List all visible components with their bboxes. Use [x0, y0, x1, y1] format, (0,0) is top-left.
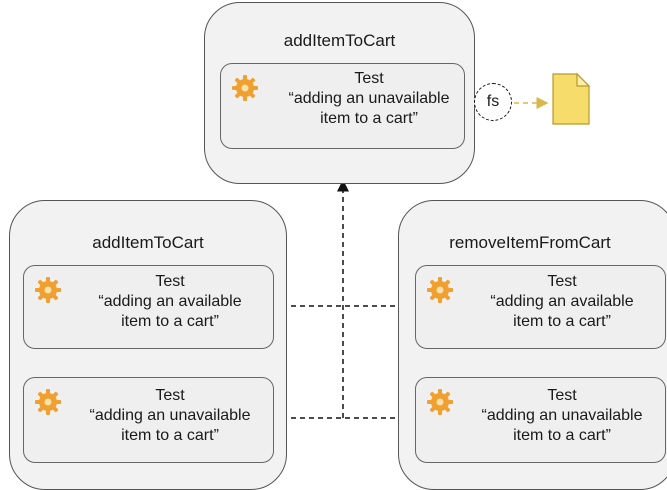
- test-name-line1: “adding an unavailable: [288, 90, 450, 107]
- module-left-additemtocart: addItemToCart Test “adding an available …: [9, 200, 287, 490]
- gear-icon: [35, 389, 61, 415]
- test-box: Test “adding an available item to a cart…: [415, 265, 666, 349]
- test-name-line2: item to a cart”: [513, 427, 611, 444]
- test-name-line2: item to a cart”: [121, 427, 219, 444]
- test-name-line2: item to a cart”: [121, 313, 219, 330]
- test-box: Test “adding an unavailable item to a ca…: [220, 63, 465, 149]
- test-heading: Test: [155, 273, 185, 290]
- test-name-line1: “adding an unavailable: [481, 407, 643, 424]
- gear-icon: [427, 277, 453, 303]
- gear-icon: [232, 75, 258, 101]
- module-right-removeitemfromcart: removeItemFromCart Test “adding an avail…: [398, 200, 667, 490]
- test-label: Test “adding an unavailable item to a ca…: [464, 386, 660, 446]
- test-heading: Test: [354, 70, 384, 87]
- test-box: Test “adding an unavailable item to a ca…: [23, 377, 274, 463]
- file-icon: [552, 72, 591, 125]
- gear-icon: [427, 389, 453, 415]
- test-box: Test “adding an available item to a cart…: [23, 265, 274, 349]
- test-box: Test “adding an unavailable item to a ca…: [415, 377, 666, 463]
- fs-node: fs: [474, 83, 512, 121]
- test-heading: Test: [547, 273, 577, 290]
- module-title: removeItemFromCart: [449, 233, 611, 252]
- test-label: Test “adding an unavailable item to a ca…: [72, 386, 268, 446]
- module-title: addItemToCart: [283, 31, 396, 50]
- test-label: Test “adding an unavailable item to a ca…: [279, 69, 459, 129]
- test-heading: Test: [155, 387, 185, 404]
- test-heading: Test: [547, 387, 577, 404]
- test-label: Test “adding an available item to a cart…: [464, 272, 660, 332]
- test-name-line2: item to a cart”: [513, 313, 611, 330]
- test-label: Test “adding an available item to a cart…: [72, 272, 268, 332]
- module-title: addItemToCart: [92, 233, 204, 252]
- test-name-line1: “adding an available: [98, 293, 242, 310]
- fs-label: fs: [486, 93, 500, 110]
- module-top-additemtocart: addItemToCart Test “adding an unavailabl…: [204, 2, 475, 184]
- gear-icon: [35, 277, 61, 303]
- test-name-line1: “adding an available: [490, 293, 634, 310]
- test-name-line1: “adding an unavailable: [89, 407, 251, 424]
- test-name-line2: item to a cart”: [320, 110, 418, 127]
